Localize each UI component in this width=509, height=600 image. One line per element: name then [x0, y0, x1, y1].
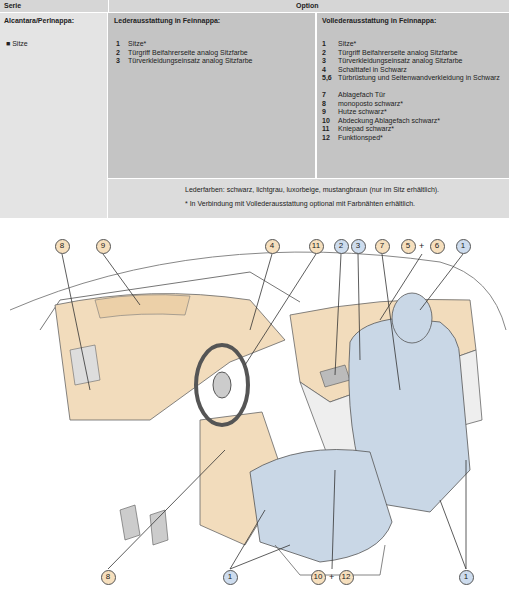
- column-header: Option: [296, 2, 396, 11]
- callout-number: 1: [464, 573, 468, 581]
- seat-base: [275, 545, 385, 575]
- callout-number: 7: [380, 242, 384, 250]
- leader-line: [420, 254, 463, 310]
- callout-circle: 11: [309, 239, 324, 254]
- footer-row: [108, 179, 509, 218]
- table-cell: Abdeckung Ablagefach schwarz*: [338, 117, 503, 126]
- callout-number: 9: [101, 242, 105, 250]
- callout-circle: 10: [311, 570, 326, 585]
- column-header: Serie: [4, 2, 104, 11]
- leader-line: [466, 460, 467, 569]
- column-heading: Lederausstattung in Feinnappa:: [114, 17, 312, 26]
- leader-line: [250, 254, 272, 330]
- item-number: 8: [322, 100, 338, 109]
- item-number: 2: [116, 49, 128, 58]
- plus-sign: +: [329, 572, 337, 582]
- table-cell: Sitze*: [338, 40, 503, 49]
- table-cell: Türgriff Beifahrerseite analog Sitzfarbe: [128, 49, 313, 58]
- callout-circle: 8: [101, 570, 116, 585]
- leader-line: [108, 450, 225, 569]
- item-number: 4: [322, 66, 338, 75]
- leader-line: [440, 500, 466, 569]
- item-number: 2: [322, 49, 338, 58]
- leader-line: [380, 254, 422, 320]
- callout-number: 3: [356, 242, 360, 250]
- callout-number: 1: [461, 242, 465, 250]
- item-number: 3: [322, 57, 338, 66]
- table-cell: Funktionsped*: [338, 134, 503, 143]
- callout-circle: 6: [430, 239, 445, 254]
- callout-circle: 9: [96, 239, 111, 254]
- table-cell: Schalttafel in Schwarz: [338, 66, 503, 75]
- leader-line: [230, 510, 265, 569]
- table-cell: monoposto schwarz*: [338, 100, 503, 109]
- item-number: 3: [116, 57, 128, 66]
- table-cell: Türverkleidungseinsatz analog Sitzfarbe: [128, 57, 313, 66]
- table-cell: Hutze schwarz*: [338, 108, 503, 117]
- leader-line: [335, 254, 341, 375]
- hutze: [95, 295, 190, 318]
- table-cell: Ablagefach Tür: [338, 91, 503, 100]
- leader-lines: [62, 254, 466, 569]
- leader-line: [103, 254, 140, 305]
- leader-line: [245, 254, 316, 365]
- item-number: 7: [322, 91, 338, 100]
- callout-circle: 8: [55, 239, 70, 254]
- footnote: Lederfarben: schwarz, lichtgrau, luxorbe…: [185, 186, 507, 195]
- steering-wheel: [196, 345, 248, 425]
- header-divider: [108, 0, 109, 12]
- callout-circle: 12: [339, 570, 354, 585]
- seat-headrest: [392, 293, 432, 343]
- table-cell: ■ Sitze: [6, 40, 106, 49]
- item-number: 12: [322, 134, 338, 143]
- column-heading: Alcantara/Perlnappa:: [4, 17, 106, 26]
- leader-line: [62, 254, 90, 390]
- callout-number: 5: [406, 242, 410, 250]
- item-number: 5,6: [322, 74, 338, 83]
- callout-circle: 2: [334, 239, 349, 254]
- callout-number: 10: [314, 573, 323, 581]
- callout-circle: 3: [351, 239, 366, 254]
- table-cell: Türbrüstung und Seitenwandverkleidung in…: [338, 74, 503, 83]
- table-cell: Sitze*: [128, 40, 313, 49]
- option-column: [108, 13, 315, 178]
- header-row: [0, 0, 509, 12]
- table-cell: Türgriff Beifahrerseite analog Sitzfarbe: [338, 49, 503, 58]
- table-cell: Türverkleidungseinsatz analog Sitzfarbe: [338, 57, 503, 66]
- steering-hub: [213, 372, 231, 398]
- leader-line: [358, 254, 360, 360]
- item-number: 10: [322, 117, 338, 126]
- callout-number: 4: [270, 242, 274, 250]
- item-number: 11: [322, 125, 338, 134]
- callout-number: 1: [228, 573, 232, 581]
- column-heading: Vollederausstattung in Feinnappa:: [322, 17, 507, 26]
- callout-circle: 1: [459, 570, 474, 585]
- leader-line: [332, 470, 335, 569]
- plus-sign: +: [419, 241, 427, 251]
- item-number: 1: [116, 40, 128, 49]
- callout-number: 12: [342, 573, 351, 581]
- item-number: 9: [322, 108, 338, 117]
- callout-circle: 7: [375, 239, 390, 254]
- leader-line: [382, 254, 400, 390]
- callout-number: 2: [339, 242, 343, 250]
- footnote: * In Verbindung mit Vollederausstattung …: [185, 200, 507, 209]
- callout-number: 8: [106, 573, 110, 581]
- callout-circle: 5: [401, 239, 416, 254]
- seat-cushion: [250, 450, 392, 563]
- item-number: 1: [322, 40, 338, 49]
- callout-number: 6: [435, 242, 439, 250]
- callout-number: 8: [60, 242, 64, 250]
- callout-circle: 4: [265, 239, 280, 254]
- callout-number: 11: [312, 242, 320, 250]
- callout-circle: 1: [223, 570, 238, 585]
- leader-line: [230, 545, 290, 569]
- callout-circle: 1: [456, 239, 471, 254]
- table-cell: Kniepad schwarz*: [338, 125, 503, 134]
- pedals: [120, 505, 168, 545]
